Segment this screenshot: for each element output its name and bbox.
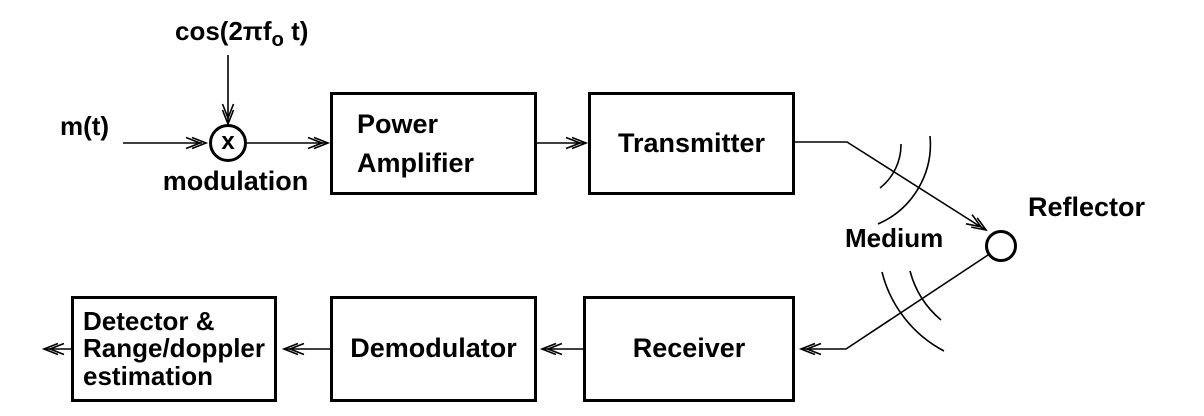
block-label: Receiver xyxy=(632,333,746,364)
arrowhead-icon xyxy=(565,136,583,150)
wave-arc xyxy=(877,135,932,225)
arrow-power-amplifier-to-transmitter xyxy=(537,136,589,150)
receive-wavefront-icon xyxy=(881,270,945,352)
arrow-receiver-to-demodulator xyxy=(539,342,583,356)
arrowhead-icon xyxy=(287,342,305,356)
arrowhead-icon xyxy=(313,136,331,150)
block-label: Transmitter xyxy=(617,127,766,158)
arrowhead-icon xyxy=(571,136,589,150)
transmit-wavefront-icon xyxy=(877,135,932,225)
wave-arc xyxy=(881,271,945,352)
reflector-label: Reflector xyxy=(1028,192,1146,222)
message-signal-label: m(t) xyxy=(60,111,110,141)
carrier-signal-label: cos(2πfo t) xyxy=(175,16,309,50)
block-label: Detector & Range/doppler estimation xyxy=(83,306,266,391)
arrowhead-icon xyxy=(47,342,65,356)
arrow-demodulator-to-detector xyxy=(281,342,330,356)
reflector-circle xyxy=(985,230,1017,262)
carrier-suffix: t) xyxy=(283,16,309,46)
arrow-message-to-multiplier xyxy=(123,136,209,150)
carrier-prefix: cos(2π xyxy=(175,16,263,46)
block-label: Power Amplifier xyxy=(357,109,475,178)
carrier-subscript: o xyxy=(271,28,284,51)
arrowhead-icon xyxy=(191,136,209,150)
block-power-amplifier: Power Amplifier xyxy=(330,92,537,195)
arrowhead-icon xyxy=(281,342,299,356)
arrowhead-icon xyxy=(545,342,563,356)
arrowhead-icon xyxy=(41,342,59,356)
multiplier-symbol: x xyxy=(221,128,235,155)
arrowhead-icon xyxy=(307,136,325,150)
arrowhead-icon xyxy=(971,217,988,232)
arrow-line xyxy=(803,254,989,350)
block-demodulator: Demodulator xyxy=(330,296,537,402)
arrow-carrier-to-multiplier xyxy=(221,55,235,127)
arrow-transmitter-to-reflector xyxy=(795,141,988,232)
arrowhead-icon xyxy=(804,342,822,356)
medium-label: Medium xyxy=(845,223,944,253)
wave-arc xyxy=(879,143,902,189)
arrowhead-icon xyxy=(798,342,816,356)
arrowhead-icon xyxy=(539,342,557,356)
wave-arc xyxy=(909,270,942,321)
arrowhead-icon xyxy=(221,103,235,121)
arrow-multiplier-to-power-amplifier xyxy=(246,136,331,150)
block-detector-range-doppler: Detector & Range/doppler estimation xyxy=(71,296,277,402)
arrow-detector-output xyxy=(41,342,71,356)
carrier-base: f xyxy=(262,16,272,46)
block-receiver: Receiver xyxy=(583,296,795,402)
arrow-line xyxy=(795,141,985,230)
multiplier-circle xyxy=(209,124,247,162)
block-transmitter: Transmitter xyxy=(588,92,795,195)
block-label: Demodulator xyxy=(350,333,517,364)
arrowhead-icon xyxy=(185,136,203,150)
modulation-caption: modulation xyxy=(162,166,309,196)
arrow-reflector-to-receiver xyxy=(798,254,989,356)
arrowhead-icon xyxy=(965,214,983,228)
